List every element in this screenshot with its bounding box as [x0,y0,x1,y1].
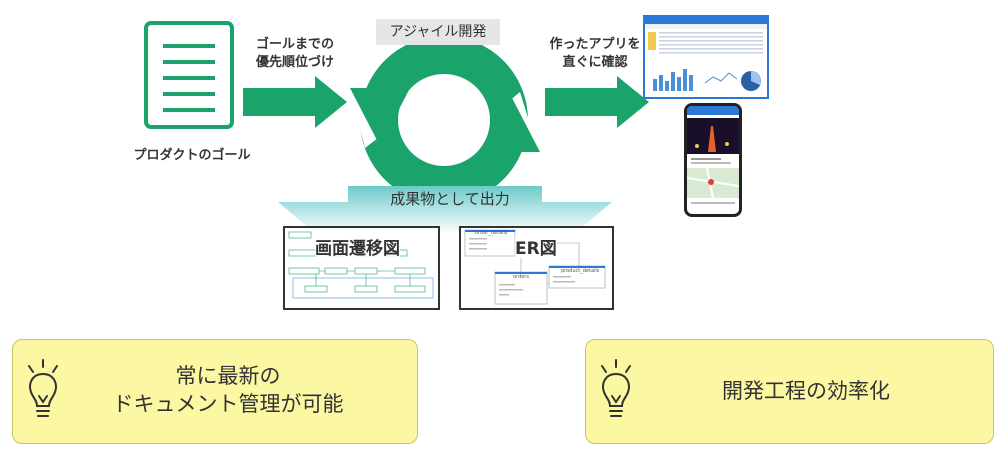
callout-efficiency-text: 開発工程の効率化 [722,379,890,403]
check-app-label: 作ったアプリを 直ぐに確認 [540,36,650,72]
agile-label: アジャイル開発 [389,24,487,40]
check-app-label-line1: 作ったアプリを [549,37,641,52]
prioritize-label-line1: ゴールまでの [255,37,334,52]
er-title: ER図 [515,234,557,259]
lightbulb-icon [596,358,636,424]
er-diagram-thumbnail: order_details orders product_details ER図 [459,226,614,310]
callout-latest-docs-line2: ドキュメント管理が可能 [112,392,344,416]
screen-transition-title: 画面遷移図 [315,234,400,259]
output-label: 成果物として出力 [390,190,510,208]
output-band [278,186,612,234]
callout-latest-docs-line1: 常に最新の [175,364,281,388]
screen-transition-thumbnail: 画面遷移図 [283,226,440,310]
arrow-right-icon [545,76,650,128]
er-table-orders: orders [513,274,529,280]
agile-label-box: アジャイル開発 [376,19,500,45]
desktop-app-thumbnail [643,15,769,99]
agile-cycle-icon [340,18,550,208]
product-goal-label: プロダクトのゴール [133,148,251,163]
document-icon [143,20,235,130]
prioritize-label-line2: 優先順位づけ [255,55,334,70]
mobile-app-thumbnail [684,103,742,217]
callout-latest-docs-text: 常に最新の ドキュメント管理が可能 [73,362,383,418]
callout-latest-docs: 常に最新の ドキュメント管理が可能 [12,339,418,444]
er-table-order-details: order_details [475,230,508,236]
callout-efficiency: 開発工程の効率化 [585,339,994,444]
prioritize-label: ゴールまでの 優先順位づけ [240,36,350,72]
lightbulb-icon [23,358,63,424]
check-app-label-line2: 直ぐに確認 [562,55,628,70]
er-table-product-details: product_details [561,268,600,274]
arrow-right-icon [243,76,348,128]
